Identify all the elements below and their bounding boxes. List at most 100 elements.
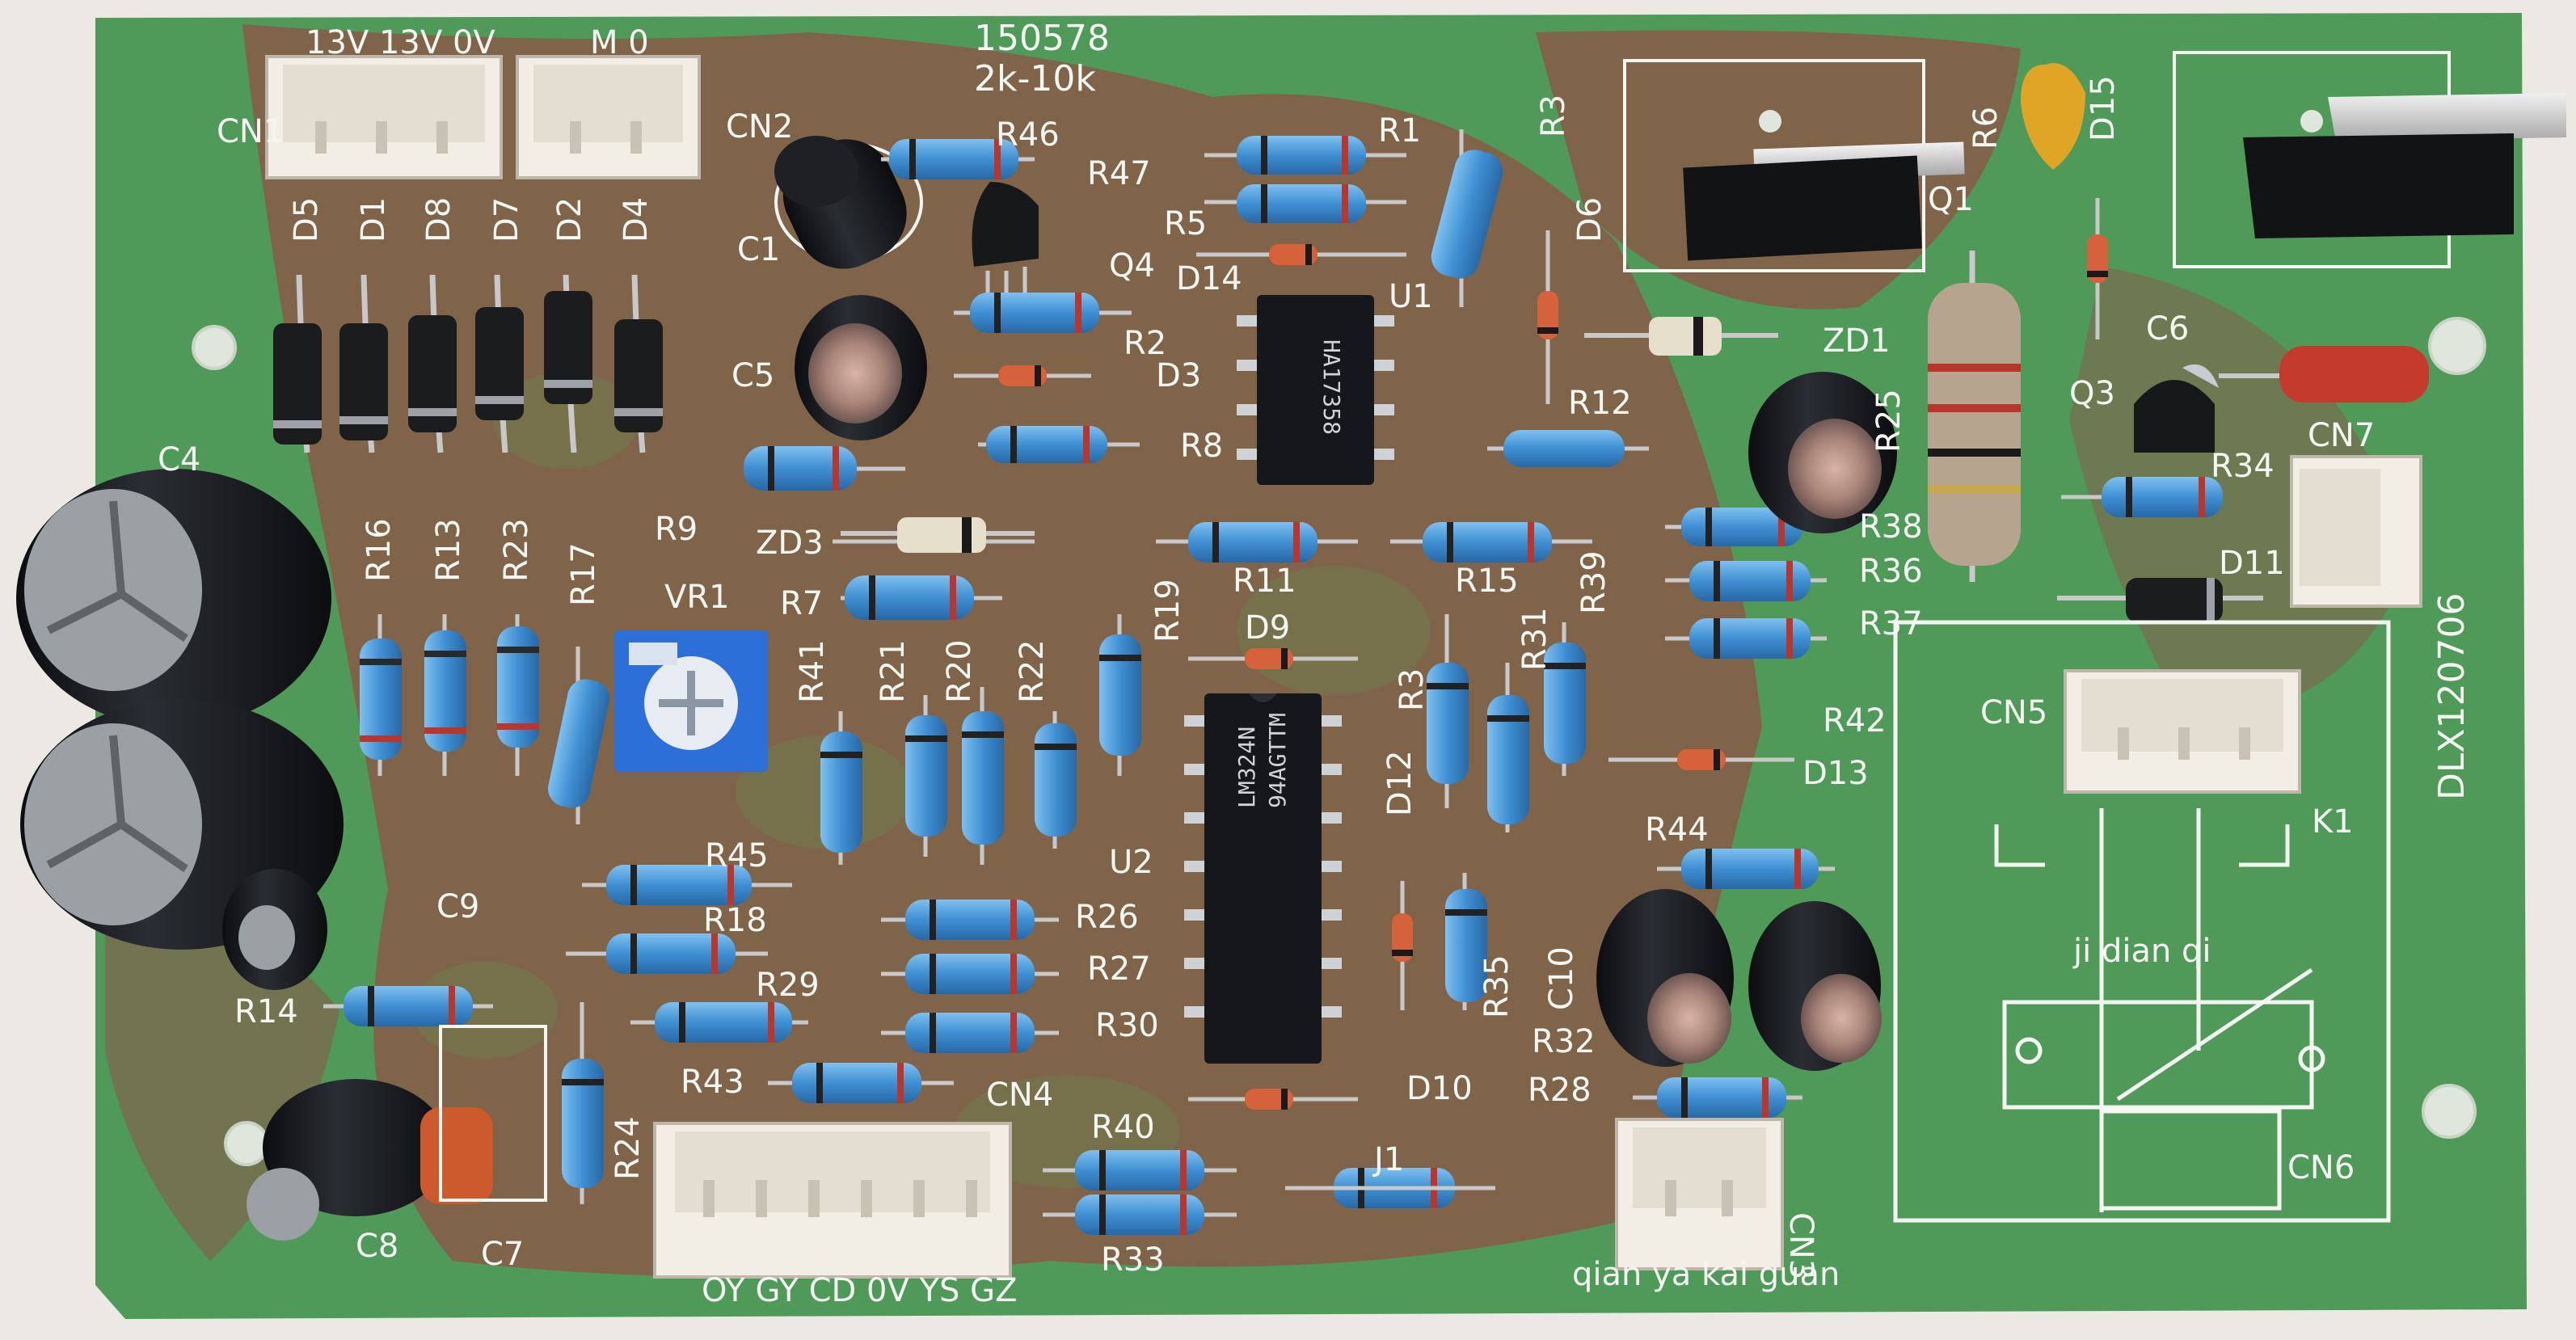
power-resistor-r25 <box>1928 251 2021 582</box>
relay-caption: ji dian qi <box>2072 933 2211 970</box>
label-d11: D11 <box>2219 545 2285 582</box>
label-r20: R20 <box>941 639 978 703</box>
label-d8: D8 <box>420 197 457 242</box>
label-d5: D5 <box>288 197 325 242</box>
label-r3-small: R3 <box>1393 668 1431 711</box>
label-r28: R28 <box>1528 1072 1592 1109</box>
label-r15: R15 <box>1455 563 1519 600</box>
label-c5: C5 <box>731 357 774 394</box>
label-zd3: ZD3 <box>756 525 824 562</box>
zener-diodes <box>841 317 2263 622</box>
board-header-line1: 150578 <box>974 18 1110 59</box>
label-c4: C4 <box>158 441 200 478</box>
label-r19: R19 <box>1149 579 1187 643</box>
label-zd1: ZD1 <box>1823 322 1891 360</box>
label-r41: R41 <box>794 639 831 703</box>
cn7-ref: CN7 <box>2308 417 2375 454</box>
label-r34: R34 <box>2211 448 2275 485</box>
label-r35: R35 <box>1478 954 1516 1018</box>
label-q3: Q3 <box>2069 375 2115 412</box>
resistor-labels-left: R16 R13 R23 R17 <box>360 518 602 606</box>
cn6-ref: CN6 <box>2287 1149 2355 1186</box>
cn2-pin-labels: M 0 <box>590 24 649 61</box>
rectifier-diodes <box>273 274 663 453</box>
label-r12: R12 <box>1568 385 1632 422</box>
label-r21: R21 <box>875 639 912 703</box>
capacitor-c6 <box>2219 346 2429 402</box>
connector-cn2 <box>516 55 701 179</box>
label-r37: R37 <box>1859 605 1923 643</box>
cn3-caption: qian ya kai guan <box>1572 1256 1840 1293</box>
capacitor-c5 <box>795 295 927 440</box>
label-r29: R29 <box>756 967 820 1004</box>
label-c10: C10 <box>1543 946 1580 1010</box>
label-c7: C7 <box>481 1236 524 1273</box>
label-c9: C9 <box>436 888 479 925</box>
label-r40: R40 <box>1091 1109 1155 1146</box>
capacitor-c1 <box>774 136 923 269</box>
label-u1: U1 <box>1389 278 1433 315</box>
capacitors-bottom-left <box>222 869 547 1241</box>
label-d6: D6 <box>1571 197 1608 242</box>
label-r47: R47 <box>1087 155 1151 192</box>
label-vr1: VR1 <box>664 579 730 616</box>
label-r13: R13 <box>430 518 467 582</box>
cn4-pin-labels: OY GY CD 0V YS GZ <box>702 1272 1018 1309</box>
label-r44: R44 <box>1645 811 1709 849</box>
label-r17: R17 <box>565 542 602 606</box>
cn4-ref: CN4 <box>986 1077 1053 1114</box>
label-r1: R1 <box>1378 112 1421 150</box>
label-r22: R22 <box>1014 639 1051 703</box>
label-d3: D3 <box>1156 357 1201 394</box>
label-r24: R24 <box>609 1116 647 1180</box>
label-r16: R16 <box>360 518 398 582</box>
label-d7: D7 <box>488 197 525 242</box>
mounting-holes <box>192 317 2486 1166</box>
trimpot-vr1[interactable] <box>614 630 768 772</box>
label-d4: D4 <box>618 197 655 242</box>
u2-marking: LM324N <box>1233 727 1260 808</box>
transistor-q3 <box>2134 364 2219 453</box>
resistors-mid-vertical <box>562 129 1586 1204</box>
connector-cn7 <box>2290 455 2422 608</box>
label-r45: R45 <box>705 837 769 874</box>
label-r43: R43 <box>681 1064 744 1101</box>
label-d9: D9 <box>1245 609 1290 647</box>
transistor-q4 <box>972 182 1039 295</box>
label-d12: D12 <box>1381 750 1419 816</box>
label-r18: R18 <box>703 902 767 939</box>
label-d1: D1 <box>355 197 392 242</box>
capacitors-bottom-mid <box>1596 372 1897 1071</box>
connector-cn3 <box>1615 1118 1784 1270</box>
label-r39: R39 <box>1575 550 1613 614</box>
cn1-pin-labels: 13V 13V 0V <box>306 24 495 61</box>
ic-u1: HA17358 <box>1237 295 1394 485</box>
label-r38: R38 <box>1859 508 1923 546</box>
label-r26: R26 <box>1075 899 1139 936</box>
relay-k1-footprint <box>1893 620 2391 1223</box>
label-d14: D14 <box>1176 260 1242 297</box>
label-r2: R2 <box>1124 325 1166 362</box>
label-r5: R5 <box>1164 205 1207 242</box>
label-r36: R36 <box>1859 553 1923 590</box>
label-r42: R42 <box>1823 702 1887 740</box>
connector-cn5 <box>2064 669 2301 794</box>
label-d13: D13 <box>1802 755 1869 792</box>
label-r3: R3 <box>1535 95 1572 137</box>
label-q1: Q1 <box>1928 181 1974 218</box>
label-r33: R33 <box>1101 1241 1165 1279</box>
label-r9: R9 <box>655 511 698 548</box>
resistor-labels-mid: R41 R21 R20 R22 R19 <box>794 579 1187 703</box>
label-r32: R32 <box>1532 1023 1596 1060</box>
relay-k1-ref: K1 <box>2312 803 2354 841</box>
cn1-ref: CN1 <box>217 113 284 150</box>
label-r31: R31 <box>1516 607 1554 671</box>
label-d2: D2 <box>551 197 588 242</box>
label-c6: C6 <box>2146 310 2189 348</box>
label-j1: J1 <box>1372 1141 1404 1178</box>
cn2-ref: CN2 <box>726 108 793 145</box>
board-header-line2: 2k-10k <box>974 58 1096 99</box>
cn5-ref: CN5 <box>1980 694 2047 731</box>
